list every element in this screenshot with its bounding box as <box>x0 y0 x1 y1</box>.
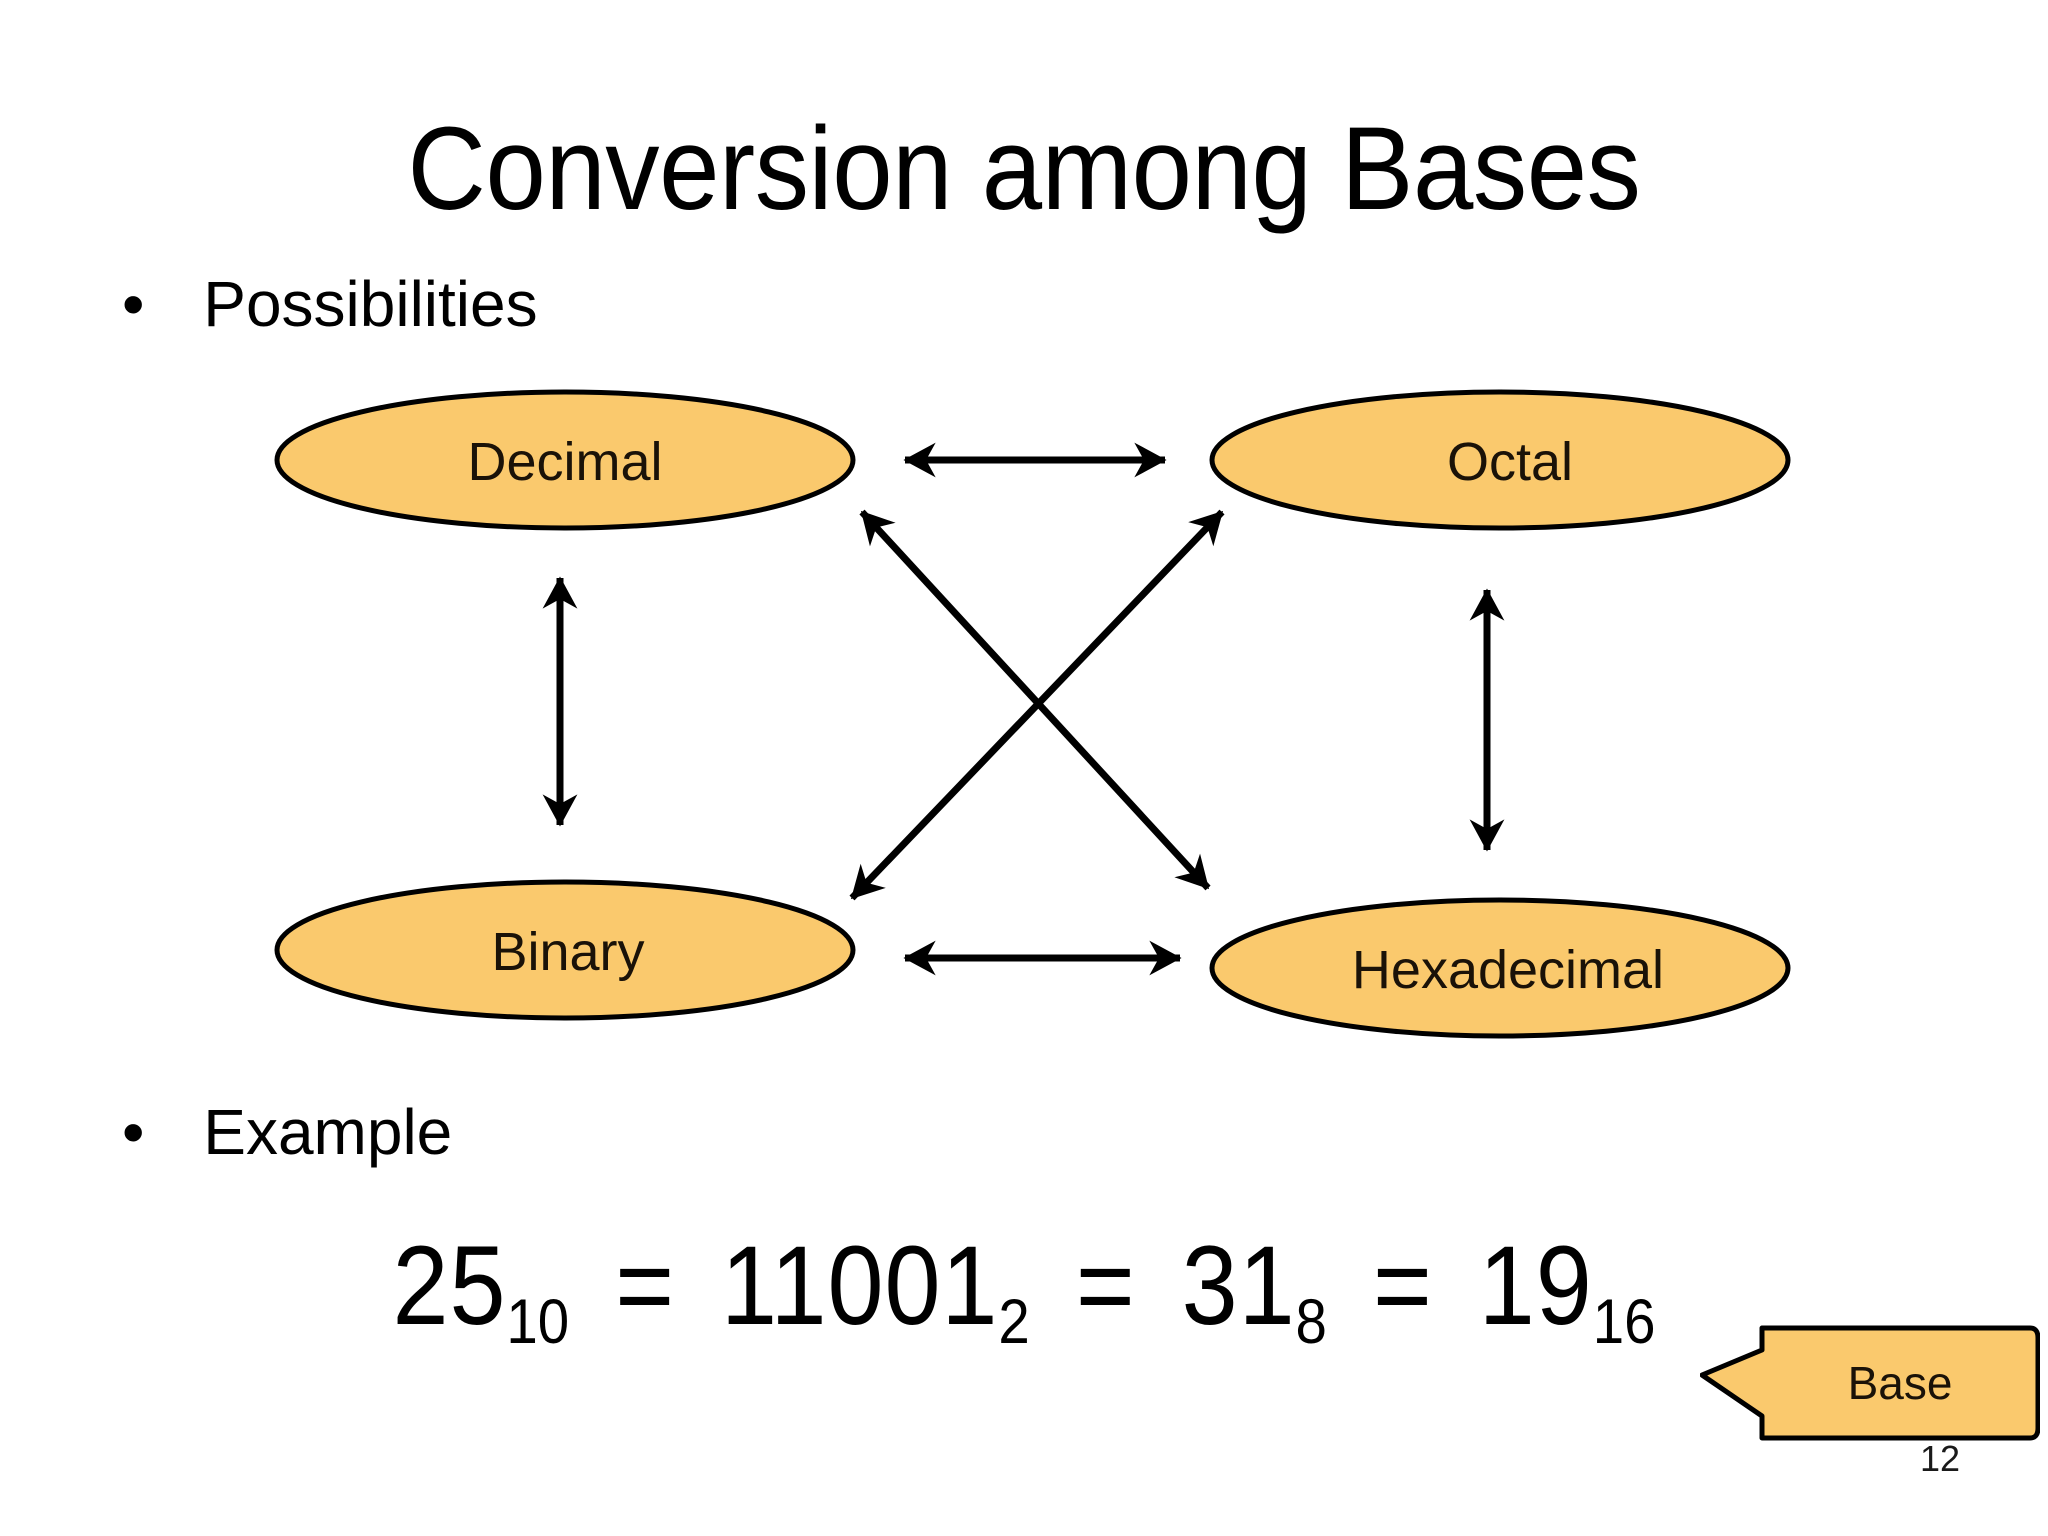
equation-term-hexadecimal: 1916 <box>1478 1223 1656 1354</box>
node-hexadecimal[interactable]: Hexadecimal <box>1209 897 1791 1039</box>
node-hexadecimal-shape <box>1209 897 1791 1039</box>
equals-sign-1: = <box>615 1223 676 1348</box>
equals-sign-2: = <box>1075 1223 1136 1348</box>
node-octal[interactable]: Octal <box>1209 389 1791 531</box>
equation-term-binary: 110012 <box>721 1223 1030 1354</box>
equals-sign-3: = <box>1372 1223 1433 1348</box>
node-octal-label: Octal <box>1447 432 1573 492</box>
page-number: 12 <box>1919 1438 1961 1479</box>
node-binary[interactable]: Binary <box>274 879 856 1021</box>
example-equation: 2510 = 110012 = 318 = 1916 <box>102 1230 1945 1354</box>
equation-term-decimal-value: 25 <box>392 1223 507 1348</box>
equation-term-octal-base: 8 <box>1295 1286 1327 1357</box>
node-binary-label: Binary <box>491 922 644 982</box>
base-callout-label: Base <box>1847 1357 1953 1409</box>
bullet-label-possibilities: Possibilities <box>203 268 538 340</box>
equation-term-octal-value: 31 <box>1181 1223 1296 1348</box>
base-callout[interactable]: Base <box>1699 1318 2041 1448</box>
equation-term-decimal-base: 10 <box>506 1286 570 1357</box>
equation-term-decimal: 2510 <box>392 1223 569 1354</box>
node-octal-shape <box>1209 389 1791 531</box>
equation-term-binary-value: 11001 <box>721 1223 999 1348</box>
bullet-possibilities: • Possibilities <box>122 272 538 336</box>
equation-term-hexadecimal-base: 16 <box>1592 1286 1656 1357</box>
bullet-example: • Example <box>122 1100 452 1164</box>
node-hexadecimal-label: Hexadecimal <box>1352 940 1664 1000</box>
page-title: Conversion among Bases <box>407 103 1641 235</box>
bullet-label-example: Example <box>203 1096 453 1168</box>
node-decimal-label: Decimal <box>467 432 662 492</box>
bullet-dot-icon: • <box>122 1096 145 1168</box>
bullet-dot-icon: • <box>122 268 145 340</box>
node-decimal-shape <box>274 389 856 531</box>
node-decimal[interactable]: Decimal <box>274 389 856 531</box>
base-callout-shape <box>1699 1325 2041 1441</box>
connector-decimal-hexadecimal <box>859 509 1211 891</box>
connector-octal-binary <box>849 509 1225 901</box>
node-binary-shape <box>274 879 856 1021</box>
equation-term-binary-base: 2 <box>998 1286 1030 1357</box>
equation-term-octal: 318 <box>1181 1223 1327 1354</box>
equation-term-hexadecimal-value: 19 <box>1478 1223 1593 1348</box>
